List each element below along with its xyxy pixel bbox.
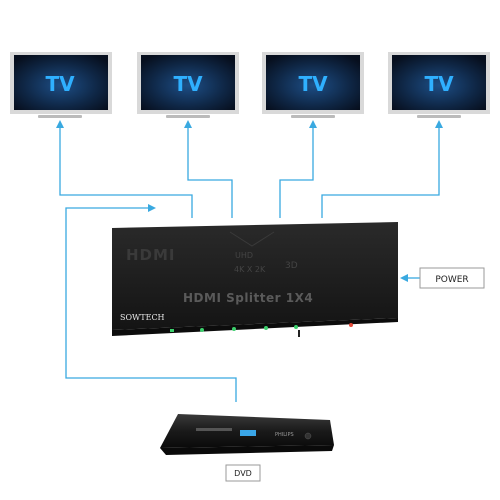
tv-4-screen	[392, 55, 486, 110]
dvd-knob	[304, 432, 312, 440]
dvd-box-outline	[225, 464, 261, 482]
power-box-outline	[419, 267, 485, 289]
led-output-4	[294, 325, 298, 329]
led-output-1	[200, 328, 204, 332]
connector-tv-4	[321, 120, 443, 218]
tv-4-stand	[417, 115, 461, 118]
splitter-hdmi-logo: HDMI	[126, 246, 176, 264]
dvd-front-edge	[160, 445, 334, 455]
power-label-box: POWER	[419, 267, 485, 289]
connector-tv-3	[279, 120, 317, 218]
dvd-label-box: DVD	[225, 464, 261, 482]
splitter-3d-label: 3D	[285, 261, 298, 271]
connector-dvd-input	[65, 204, 237, 402]
led-input	[170, 329, 174, 332]
tv-3-label: TV	[298, 72, 328, 96]
tv-2-screen	[141, 55, 235, 110]
tv-3: TV	[262, 52, 364, 118]
connector-tv-2	[184, 120, 233, 218]
tv-1-label: TV	[45, 72, 75, 96]
tv-2-stand	[166, 115, 210, 118]
tv-4: TV	[388, 52, 490, 118]
power-label: POWER	[435, 275, 468, 285]
hdmi-splitter: HDMI UHD 4K X 2K 3D HDMI Splitter 1X4 SO…	[112, 222, 398, 337]
tv-2: TV	[137, 52, 239, 118]
dvd-label: DVD	[234, 469, 252, 478]
dvd-disc-tray	[196, 428, 232, 431]
dvd-display	[240, 430, 256, 436]
splitter-front-edge	[112, 318, 398, 336]
output-connectors	[56, 120, 443, 402]
splitter-top-notch	[229, 231, 275, 247]
led-output-3	[264, 326, 268, 330]
splitter-resolution-label: 4K X 2K	[234, 265, 266, 274]
tv-1-screen	[14, 55, 108, 110]
connector-tv-1	[56, 120, 193, 218]
led-power	[349, 323, 353, 327]
tv-4-label: TV	[424, 72, 454, 96]
tv-2-label: TV	[173, 72, 203, 96]
tv-3-screen	[266, 55, 360, 110]
tv-1: TV	[10, 52, 112, 118]
splitter-brand-label: SOWTECH	[120, 313, 165, 322]
splitter-body	[112, 222, 398, 330]
splitter-model-label: HDMI Splitter 1X4	[183, 291, 313, 305]
tv-1-stand	[38, 115, 82, 118]
splitter-uhd-label: UHD	[235, 251, 253, 260]
tv-3-stand	[291, 115, 335, 118]
led-output-2	[232, 327, 236, 331]
dvd-player: PHILIPS	[160, 414, 334, 455]
dvd-brand-label: PHILIPS	[275, 432, 294, 438]
power-switch	[298, 330, 300, 337]
